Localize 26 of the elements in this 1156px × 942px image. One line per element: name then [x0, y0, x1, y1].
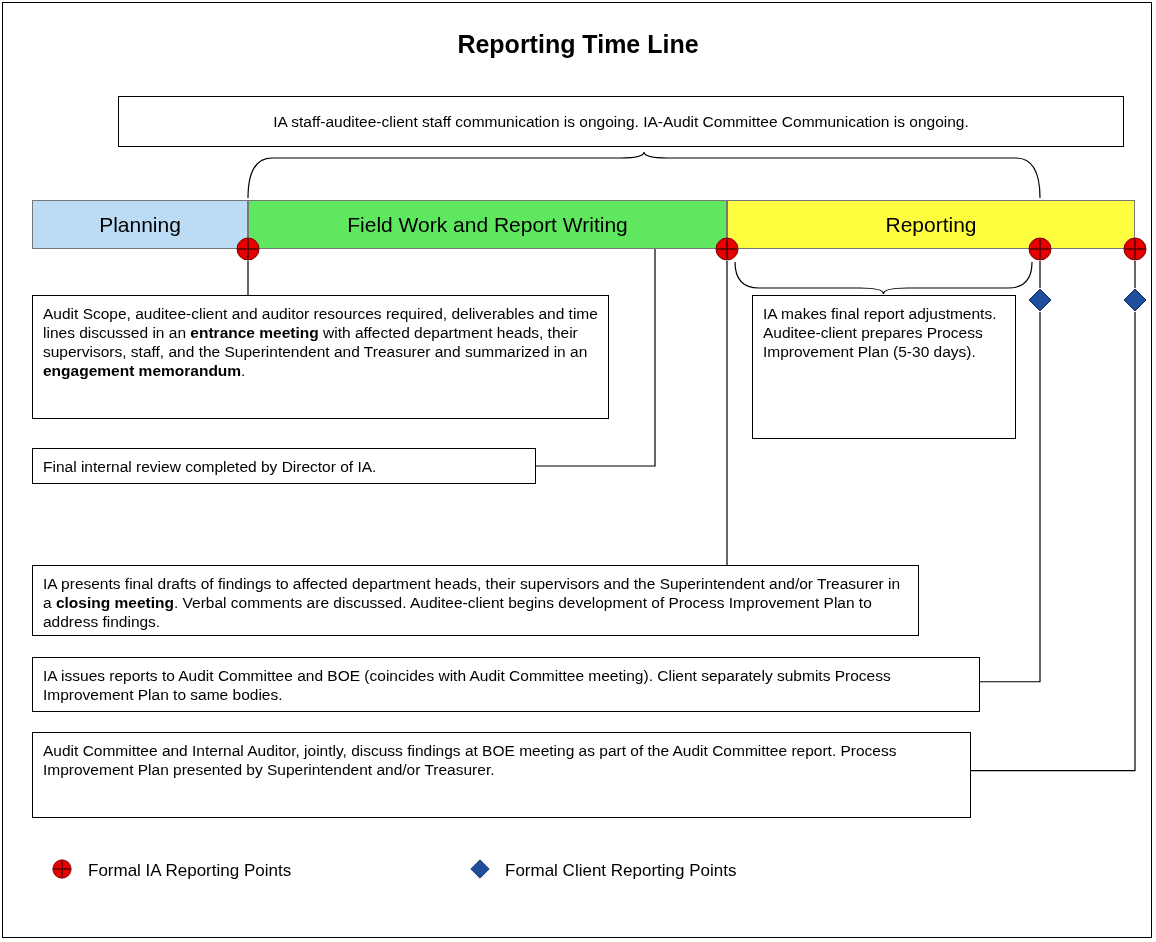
phase-bar: Planning	[32, 200, 248, 249]
note-box: IA makes final report adjustments. Auditee-client prepares Process Improvement Plan (5-30 days).	[752, 295, 1016, 439]
ia-reporting-point-marker	[1028, 237, 1052, 261]
note-box: Audit Scope, auditee-client and auditor resources required, deliverables and time lines discussed in an entrance meeting with affected department heads, their supervisors, staff, and the Superintendent and Treasurer and summarized in an engagement memorandum.	[32, 295, 609, 419]
leader-line	[1134, 260, 1136, 289]
client-reporting-point-marker	[1028, 288, 1052, 312]
leader-line	[535, 248, 656, 467]
leader-line	[1039, 260, 1041, 289]
leader-line	[970, 311, 1136, 772]
ia-reporting-point-marker	[715, 237, 739, 261]
note-box: Audit Committee and Internal Auditor, jointly, discuss findings at BOE meeting as part of the Audit Committee report. Process Improvement Plan presented by Superintendent and/or Treasurer.	[32, 732, 971, 818]
phase-bar: Field Work and Report Writing	[248, 200, 727, 249]
legend-label: Formal IA Reporting Points	[88, 861, 292, 881]
client-reporting-point-marker	[1123, 288, 1147, 312]
leader-line	[247, 260, 249, 296]
legend-label: Formal Client Reporting Points	[505, 861, 737, 881]
phase-bar: Reporting	[727, 200, 1135, 249]
leader-line	[726, 260, 728, 566]
note-box: IA staff-auditee-client staff communication is ongoing. IA-Audit Committee Communication is ongoing.	[118, 96, 1124, 147]
title: Reporting Time Line	[456, 30, 700, 59]
leader-line	[979, 311, 1041, 683]
ia-reporting-point-marker	[236, 237, 260, 261]
note-box: IA presents final drafts of findings to affected department heads, their supervisors and the Superintendent and/or Treasurer in a closing meeting. Verbal comments are discussed. Auditee-client begins development of Process Improvement Plan to address findings.	[32, 565, 919, 636]
note-box: IA issues reports to Audit Committee and BOE (coincides with Audit Committee meeting). Client separately submits Process Improvement Plan to same bodies.	[32, 657, 980, 712]
ia-reporting-point-marker	[1123, 237, 1147, 261]
note-box: Final internal review completed by Director of IA.	[32, 448, 536, 484]
